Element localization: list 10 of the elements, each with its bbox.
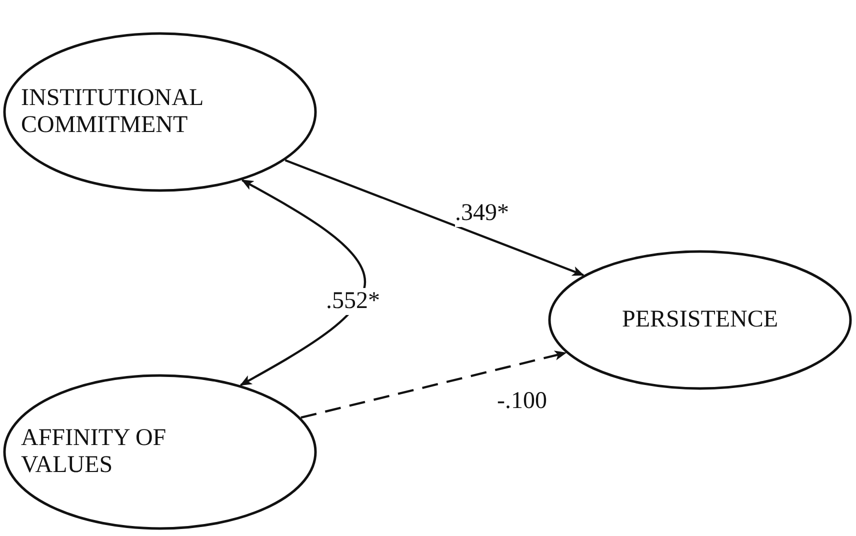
node-label: INSTITUTIONAL COMMITMENT: [21, 85, 204, 139]
node-label: AFFINITY OF VALUES: [21, 425, 168, 479]
arrow: [240, 179, 366, 386]
ellipse-node: [548, 250, 852, 390]
node-label: PERSISTENCE: [620, 306, 780, 334]
arrow: [284, 159, 584, 276]
arrow: [300, 350, 567, 419]
ellipse-node: [3, 374, 317, 530]
ellipse-node: [3, 32, 317, 192]
edge-label: .552*: [326, 288, 380, 315]
